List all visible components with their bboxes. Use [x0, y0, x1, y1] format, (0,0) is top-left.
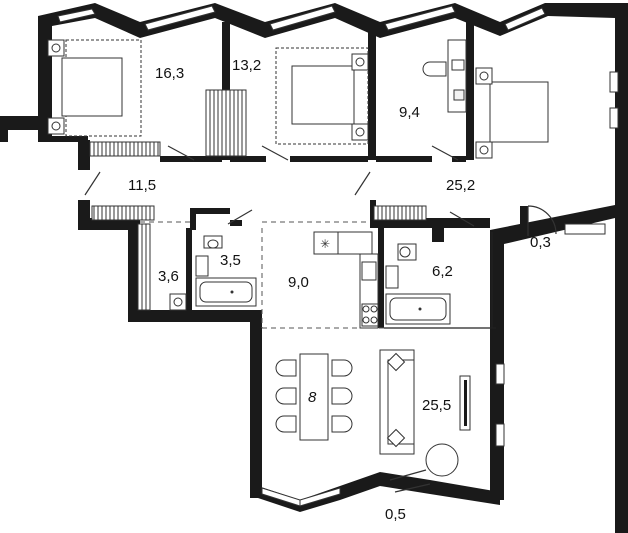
area-bedroom-3: 25,2 [446, 177, 475, 194]
sofa [379, 349, 415, 455]
windows [57, 5, 619, 507]
dining-set [275, 353, 353, 441]
area-balcony: 0,5 [385, 506, 406, 523]
svg-text:✳: ✳ [320, 237, 330, 251]
area-bathroom-2: 6,2 [432, 263, 453, 280]
zone-lines [140, 221, 496, 329]
bed-bedroom-3 [475, 67, 549, 159]
area-bedroom-1: 16,3 [155, 65, 184, 82]
area-office: 9,4 [399, 104, 420, 121]
bed-bedroom-2 [275, 47, 369, 145]
round-table [425, 443, 459, 477]
bathroom-1-fixtures [169, 235, 257, 311]
area-storage: 3,6 [158, 268, 179, 285]
kitchen-fixtures: ✳ [313, 231, 379, 329]
dining-seat-count: 8 [308, 389, 317, 406]
area-hall: 9,0 [288, 274, 309, 291]
bathroom-2-fixtures [385, 243, 451, 325]
desk-office [422, 39, 467, 113]
radiators [89, 89, 427, 311]
exterior-walls [0, 3, 628, 533]
area-corridor: 11,5 [128, 177, 156, 194]
area-labels: 16,3 13,2 9,4 11,5 25,2 0,3 3,6 3,5 9,0 … [128, 57, 551, 523]
doors [84, 145, 557, 493]
tv [459, 375, 471, 431]
bed-bedroom-1 [47, 39, 142, 137]
area-bathroom-1: 3,5 [220, 252, 241, 269]
area-niche: 0,3 [530, 234, 551, 251]
area-bedroom-2: 13,2 [232, 57, 261, 74]
area-living-room: 25,5 [422, 397, 451, 414]
